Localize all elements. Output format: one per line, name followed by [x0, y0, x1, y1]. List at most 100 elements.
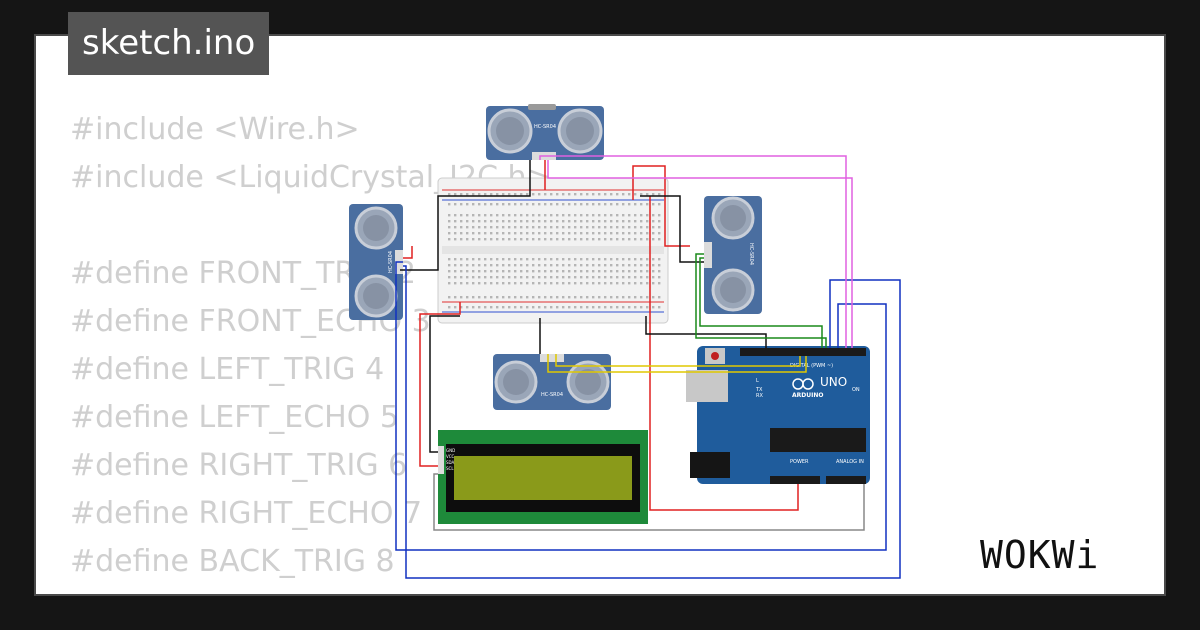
breadboard-hole — [622, 270, 625, 273]
breadboard-hole — [604, 264, 607, 267]
breadboard-hole — [550, 296, 553, 299]
breadboard-hole — [532, 276, 535, 279]
breadboard-hole — [568, 226, 571, 229]
breadboard-hole — [580, 193, 583, 196]
breadboard-hole — [628, 264, 631, 267]
file-title[interactable]: sketch.ino — [68, 12, 270, 75]
breadboard-hole — [586, 203, 589, 206]
breadboard-hole — [454, 203, 457, 206]
breadboard-hole — [658, 203, 661, 206]
breadboard-hole — [502, 214, 505, 217]
breadboard-hole — [508, 306, 511, 309]
breadboard-hole — [538, 238, 541, 241]
breadboard-hole — [646, 220, 649, 223]
breadboard-hole — [574, 306, 577, 309]
breadboard-hole — [634, 306, 637, 309]
breadboard-hole — [616, 264, 619, 267]
breadboard-hole — [532, 193, 535, 196]
breadboard-hole — [460, 296, 463, 299]
breadboard-hole — [484, 258, 487, 261]
breadboard-hole — [574, 193, 577, 196]
rx-led-label: RX — [756, 393, 763, 399]
breadboard-hole — [574, 264, 577, 267]
breadboard-hole — [466, 282, 469, 285]
arduino-uno[interactable]: DIGITAL (PWM ~) UNO ARDUINO ON L TX RX P… — [686, 346, 870, 484]
breadboard-hole — [580, 264, 583, 267]
breadboard-hole — [556, 214, 559, 217]
breadboard-hole — [508, 270, 511, 273]
breadboard-hole — [604, 220, 607, 223]
breadboard-hole — [490, 220, 493, 223]
breadboard-hole — [580, 203, 583, 206]
breadboard-hole — [472, 306, 475, 309]
breadboard-hole — [604, 276, 607, 279]
ultrasonic-sensor-right[interactable]: HC-SR04 — [704, 196, 762, 314]
breadboard-hole — [658, 238, 661, 241]
breadboard-hole — [514, 226, 517, 229]
breadboard-hole — [634, 258, 637, 261]
breadboard-hole — [646, 282, 649, 285]
breadboard-hole — [472, 282, 475, 285]
breadboard-hole — [568, 270, 571, 273]
breadboard-hole — [580, 306, 583, 309]
breadboard-hole — [484, 226, 487, 229]
breadboard-hole — [658, 193, 661, 196]
breadboard-hole — [454, 282, 457, 285]
breadboard-hole — [580, 258, 583, 261]
breadboard-hole — [628, 258, 631, 261]
breadboard-hole — [460, 306, 463, 309]
breadboard-hole — [550, 238, 553, 241]
breadboard-hole — [562, 264, 565, 267]
breadboard-hole — [610, 238, 613, 241]
breadboard-hole — [502, 258, 505, 261]
breadboard-hole — [532, 238, 535, 241]
breadboard-hole — [634, 296, 637, 299]
breadboard-hole — [586, 232, 589, 235]
breadboard-hole — [520, 270, 523, 273]
breadboard-hole — [478, 264, 481, 267]
breadboard-hole — [628, 276, 631, 279]
breadboard-hole — [466, 258, 469, 261]
ultrasonic-sensor-bottom[interactable]: HC-SR04 — [493, 354, 611, 410]
breadboard-hole — [556, 203, 559, 206]
ultrasonic-sensor-top[interactable]: HC-SR04 — [486, 104, 604, 160]
breadboard-hole — [556, 282, 559, 285]
breadboard-hole — [550, 214, 553, 217]
breadboard-hole — [574, 226, 577, 229]
breadboard-hole — [550, 270, 553, 273]
ultrasonic-sensor-left[interactable]: HC-SR04 — [349, 204, 403, 320]
breadboard-hole — [460, 214, 463, 217]
reset-button[interactable] — [711, 352, 719, 360]
breadboard-hole — [490, 270, 493, 273]
breadboard-hole — [568, 306, 571, 309]
breadboard-hole — [490, 238, 493, 241]
breadboard-hole — [448, 226, 451, 229]
breadboard-hole — [652, 193, 655, 196]
breadboard-hole — [520, 276, 523, 279]
breadboard-hole — [598, 282, 601, 285]
breadboard-hole — [568, 193, 571, 196]
breadboard-hole — [460, 270, 463, 273]
arduino-brand: ARDUINO — [792, 392, 823, 399]
lcd-display[interactable]: GND VCC SDA SCL — [438, 430, 648, 524]
breadboard-hole — [562, 238, 565, 241]
breadboard-hole — [514, 276, 517, 279]
breadboard-hole — [568, 282, 571, 285]
breadboard-hole — [514, 306, 517, 309]
breadboard-hole — [550, 282, 553, 285]
breadboard-hole — [568, 258, 571, 261]
breadboard-hole — [490, 193, 493, 196]
breadboard-hole — [448, 258, 451, 261]
breadboard-hole — [628, 226, 631, 229]
breadboard-hole — [490, 306, 493, 309]
breadboard-hole — [604, 232, 607, 235]
breadboard-hole — [508, 220, 511, 223]
breadboard-hole — [508, 226, 511, 229]
breadboard-hole — [454, 226, 457, 229]
breadboard-hole — [592, 258, 595, 261]
breadboard-hole — [640, 220, 643, 223]
breadboard-hole — [496, 296, 499, 299]
breadboard-hole — [526, 264, 529, 267]
breadboard-hole — [622, 306, 625, 309]
breadboard-hole — [556, 258, 559, 261]
